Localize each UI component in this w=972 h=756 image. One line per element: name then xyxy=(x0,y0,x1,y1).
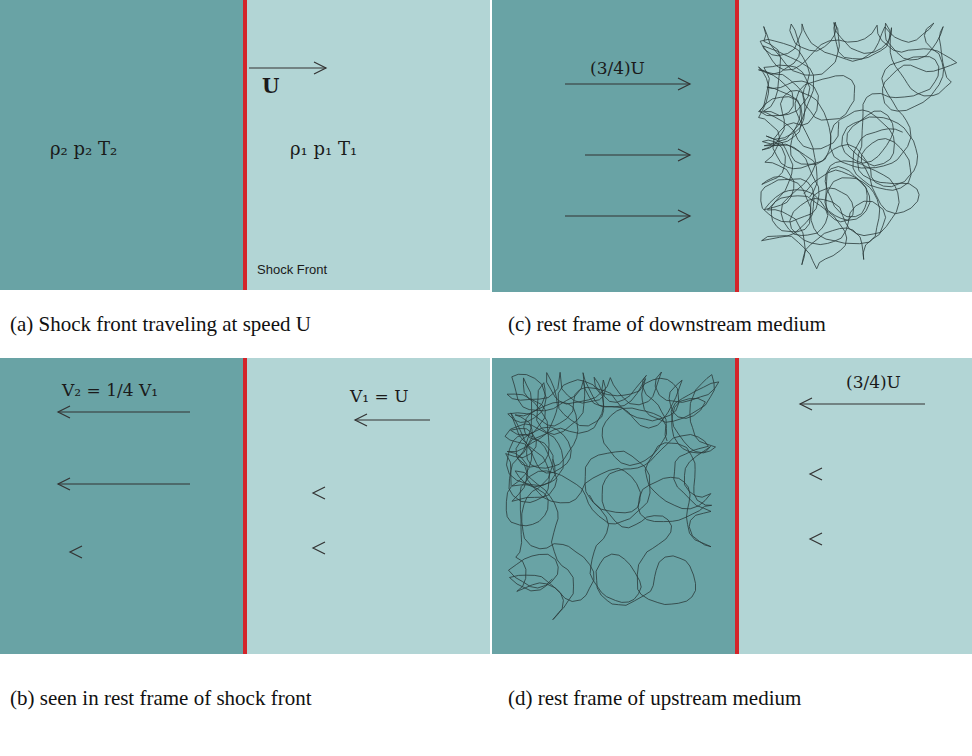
downstream-region xyxy=(492,358,737,654)
velocity-label: (3/4)U xyxy=(846,372,901,392)
panel-caption: (a) Shock front traveling at speed U xyxy=(10,312,311,337)
turbulence-scribble xyxy=(515,380,712,620)
shock-front-line xyxy=(735,0,739,292)
panel: ρ₂ p₂ T₂ Uρ₁ p₁ T₁ Shock Front xyxy=(0,0,490,290)
upstream-region xyxy=(245,358,490,654)
velocity-arrow xyxy=(565,78,690,222)
panel-caption: (c) rest frame of downstream medium xyxy=(508,312,826,337)
downstream-region xyxy=(492,0,737,292)
velocity-arrow xyxy=(58,406,430,558)
state-variables: ρ₁ p₁ T₁ xyxy=(290,138,357,159)
shock-front-line xyxy=(735,358,739,654)
upstream-region xyxy=(737,0,972,292)
panel-caption: (b) seen in rest frame of shock front xyxy=(10,686,311,711)
upstream-region xyxy=(737,358,972,654)
panel: (3/4)U xyxy=(492,0,972,292)
shock-front-label: Shock Front xyxy=(257,262,327,277)
velocity-arrow xyxy=(249,62,326,74)
panel: (3/4)U xyxy=(492,358,972,654)
state-variables: ρ₂ p₂ T₂ xyxy=(50,138,117,159)
upstream-region xyxy=(245,0,490,290)
shock-speed: U xyxy=(262,74,279,98)
shock-front-line xyxy=(243,358,247,654)
velocity-arrow xyxy=(800,398,925,545)
downstream-region xyxy=(0,0,245,290)
velocity-label: (3/4)U xyxy=(590,58,645,78)
turbulence-scribble xyxy=(759,22,957,269)
velocity-label: V₂ = 1/4 V₁ xyxy=(62,380,158,400)
shock-front-line xyxy=(243,0,247,290)
turbulence-scribble xyxy=(766,57,939,265)
panel: V₂ = 1/4 V₁ V₁ = U xyxy=(0,358,490,654)
downstream-region xyxy=(0,358,245,654)
velocity-label: V₁ = U xyxy=(350,386,408,406)
panel-caption: (d) rest frame of upstream medium xyxy=(508,686,801,711)
